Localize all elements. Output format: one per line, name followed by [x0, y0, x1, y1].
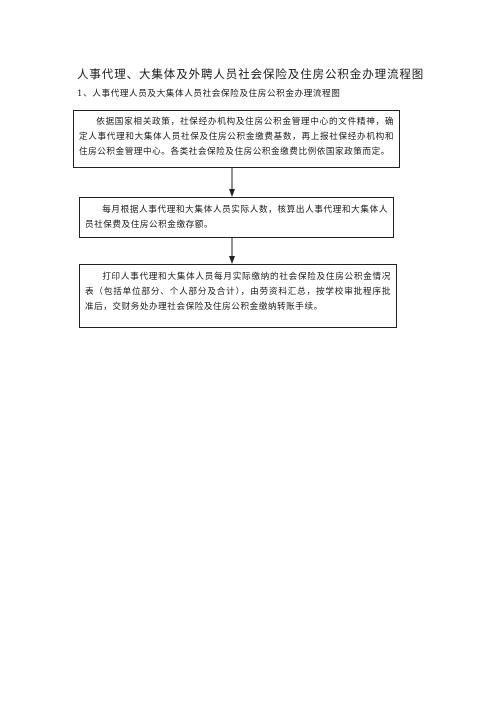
- flowchart-step-1-text: 依据国家相关政策，社保经办机构及住房公积金管理中心的文件精神，确定人事代理和大集…: [79, 117, 394, 157]
- document-title: 人事代理、大集体及外聘人员社会保险及住房公积金办理流程图: [77, 67, 425, 81]
- arrow-step-1-to-2: [229, 168, 235, 197]
- flowchart-step-3-text: 打印人事代理和大集体人员每月实际缴纳的社会保险及住房公积金情况表（包括单位部分、…: [85, 272, 391, 312]
- flowchart-step-2-text: 每月根据人事代理和大集体人员实际人数，核算出人事代理和大集体人员社保费及住房公积…: [85, 205, 388, 230]
- section-heading: 1、人事代理人员及大集体人员社会保险及住房公积金办理流程图: [77, 89, 341, 99]
- flowchart-step-2-box: 每月根据人事代理和大集体人员实际人数，核算出人事代理和大集体人员社保费及住房公积…: [79, 197, 394, 238]
- arrow-step-2-to-3: [229, 238, 235, 264]
- flowchart-step-3-box: 打印人事代理和大集体人员每月实际缴纳的社会保险及住房公积金情况表（包括单位部分、…: [79, 264, 397, 328]
- flowchart-step-1-box: 依据国家相关政策，社保经办机构及住房公积金管理中心的文件精神，确定人事代理和大集…: [73, 110, 400, 168]
